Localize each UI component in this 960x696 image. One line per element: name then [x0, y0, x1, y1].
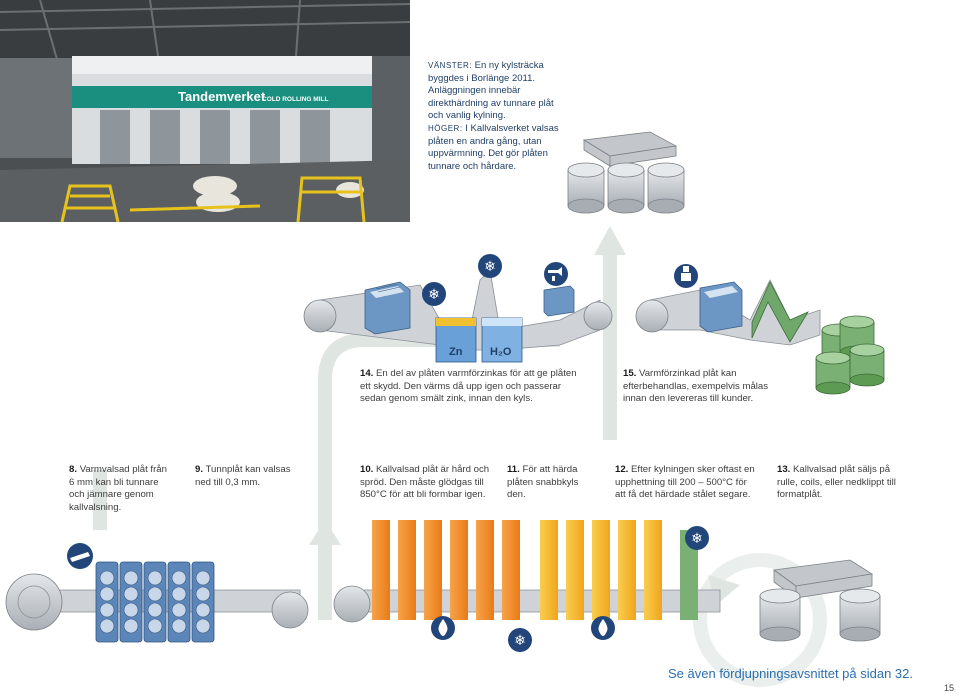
- step-11: 11. För att härda plåten snabbkyls den.: [507, 464, 597, 502]
- zinc-tank: Zn: [435, 317, 477, 363]
- flame-icon: [431, 616, 455, 640]
- step-14: 14. En del av plåten varmförzinkas för a…: [360, 368, 580, 406]
- furnace-box: [364, 281, 411, 335]
- snowflake-icon: ❄: [685, 526, 709, 550]
- green-loop: [680, 530, 698, 620]
- yellow-loops: [540, 520, 662, 620]
- step-text: Tunnplåt kan valsas ned till 0,3 mm.: [195, 464, 291, 488]
- product-coils-top: [567, 131, 685, 214]
- step-text: För att härda plåten snabbkyls den.: [507, 464, 579, 501]
- rolling-mill-photo: Tandemverket COLD ROLLING MILL: [0, 0, 410, 222]
- step-text: Varmförzinkad plåt kan efterbehandlas, e…: [623, 368, 769, 405]
- sign-main-text: Tandemverket: [178, 89, 266, 104]
- step-text: En del av plåten varmförzinkas för att g…: [360, 368, 577, 405]
- galvanizing-line: Zn H₂O: [303, 269, 613, 363]
- flame-icon: [591, 616, 615, 640]
- arrow-head-up: [594, 226, 626, 255]
- step-number: 13.: [777, 464, 791, 475]
- photo-caption: Vänster: En ny kylsträcka byggdes i Borl…: [428, 60, 568, 173]
- blower-box: [543, 285, 575, 317]
- step-text: Varmvalsad plåt från 6 mm kan bli tunnar…: [69, 464, 167, 513]
- paint-brush-icon: [674, 264, 698, 288]
- step-number: 9.: [195, 464, 204, 475]
- step-15: 15. Varmförzinkad plåt kan efterbehandla…: [623, 368, 793, 406]
- svg-text:❄: ❄: [484, 259, 496, 275]
- svg-text:❄: ❄: [514, 633, 526, 649]
- blower-icon: [544, 262, 568, 286]
- zinc-label: Zn: [449, 346, 463, 358]
- further-reading-link[interactable]: Se även fördjupningsavsnittet på sidan 3…: [668, 666, 914, 681]
- roller-icon: [67, 543, 93, 569]
- step-text: Kallvalsad plåt är hård och spröd. Den m…: [360, 464, 490, 501]
- cold-rolling-line: [5, 561, 309, 643]
- step-number: 12.: [615, 464, 629, 475]
- step-number: 14.: [360, 368, 374, 379]
- snowflake-icon: ❄: [478, 254, 502, 278]
- step-8: 8. Varmvalsad plåt från 6 mm kan bli tun…: [69, 464, 169, 514]
- step-10: 10. Kallvalsad plåt är hård och spröd. D…: [360, 464, 495, 502]
- caption-right-label: Höger:: [428, 123, 463, 133]
- painting-line: [635, 279, 885, 395]
- water-label: H₂O: [490, 346, 512, 358]
- caption-left-label: Vänster:: [428, 61, 473, 70]
- water-tank: H₂O: [481, 317, 523, 363]
- step-9: 9. Tunnplåt kan valsas ned till 0,3 mm.: [195, 464, 295, 489]
- flow-arrows: [93, 250, 617, 620]
- product-coils-bottom: [759, 559, 881, 642]
- green-coils: [815, 315, 885, 395]
- arrow-head-up-2: [309, 520, 341, 545]
- svg-text:❄: ❄: [428, 287, 440, 303]
- step-text: Kallvalsad plåt säljs på rulle, coils, e…: [777, 464, 896, 501]
- step-12: 12. Efter kylningen sker oftast en upphe…: [615, 464, 755, 502]
- caption-left-text: En ny kylsträcka byggdes i Borlänge 2011…: [428, 60, 554, 122]
- page-number: 15: [944, 683, 955, 693]
- caption-right-text: I Kallvalsverket valsas plåten en andra …: [428, 122, 559, 172]
- snowflake-icon: ❄: [508, 628, 532, 652]
- step-number: 15.: [623, 368, 637, 379]
- snowflake-icon: ❄: [422, 282, 446, 306]
- annealing-line: [333, 520, 721, 623]
- svg-text:❄: ❄: [691, 531, 703, 547]
- sign-sub-text: COLD ROLLING MILL: [262, 96, 328, 103]
- step-number: 11.: [507, 464, 520, 475]
- step-text: Efter kylningen sker oftast en upphettni…: [615, 464, 755, 501]
- step-number: 8.: [69, 464, 78, 475]
- flow-circle: [693, 553, 827, 687]
- orange-loops: [372, 520, 520, 620]
- step-13: 13. Kallvalsad plåt säljs på rulle, coil…: [777, 464, 902, 502]
- step-number: 10.: [360, 464, 374, 475]
